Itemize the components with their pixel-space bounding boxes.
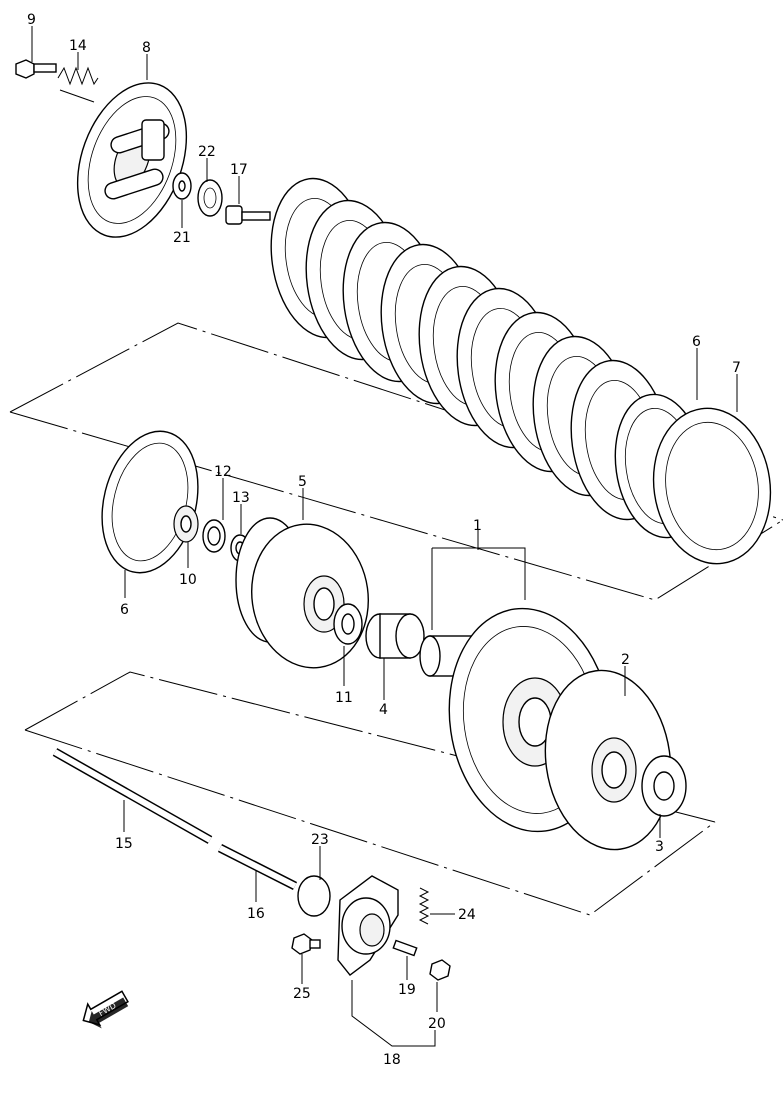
callout-3: 3 bbox=[655, 839, 664, 855]
push-rod-long bbox=[52, 748, 213, 844]
primary-drive-group-frame bbox=[24, 671, 716, 916]
callout-10: 10 bbox=[179, 572, 197, 588]
leader-lines bbox=[31, 26, 738, 1047]
hub-washer bbox=[333, 603, 363, 645]
callout-20: 20 bbox=[428, 1016, 446, 1032]
callout-14: 14 bbox=[69, 38, 87, 54]
callout-19: 19 bbox=[398, 982, 416, 998]
callout-6b: 6 bbox=[692, 334, 701, 350]
callout-7: 7 bbox=[732, 360, 741, 376]
callout-4: 4 bbox=[379, 702, 388, 718]
pressure-plate bbox=[76, 82, 188, 238]
driven-plate bbox=[652, 407, 772, 565]
clutch-spring bbox=[57, 66, 99, 103]
callout-6a: 6 bbox=[120, 602, 129, 618]
callout-16: 16 bbox=[247, 906, 265, 922]
callout-11: 11 bbox=[335, 690, 353, 706]
return-spring bbox=[418, 887, 430, 925]
oil-seal bbox=[297, 875, 331, 917]
push-piece bbox=[225, 205, 271, 225]
fwd-direction-badge: FWD bbox=[82, 990, 129, 1029]
callout-9: 9 bbox=[27, 12, 36, 28]
callout-17: 17 bbox=[230, 162, 248, 178]
gear-spacer bbox=[641, 755, 687, 817]
callout-labels: 1 2 3 4 5 6 6 7 8 9 10 11 12 13 14 15 16… bbox=[27, 12, 741, 1068]
release-cam bbox=[337, 875, 399, 976]
callout-13: 13 bbox=[232, 490, 250, 506]
outer-drive-plate bbox=[101, 430, 199, 574]
callout-8: 8 bbox=[142, 40, 151, 56]
spacer bbox=[173, 505, 199, 543]
clutch-spring-bolt bbox=[15, 59, 57, 79]
callout-18: 18 bbox=[383, 1052, 401, 1068]
washer bbox=[172, 172, 192, 200]
callout-25: 25 bbox=[293, 986, 311, 1002]
callout-23: 23 bbox=[311, 832, 329, 848]
callout-24: 24 bbox=[458, 907, 476, 923]
callout-12: 12 bbox=[214, 464, 232, 480]
push-rod-short bbox=[217, 843, 298, 891]
clutch-plate-stack bbox=[270, 177, 670, 521]
thrust-washer bbox=[202, 519, 226, 553]
release-bolt bbox=[291, 933, 321, 955]
cam-nut bbox=[429, 959, 451, 981]
cam-bolt bbox=[392, 939, 418, 957]
callout-2: 2 bbox=[621, 652, 630, 668]
starter-driven-gear bbox=[544, 669, 672, 851]
needle-bearing bbox=[365, 613, 425, 659]
callout-1: 1 bbox=[473, 518, 482, 534]
callout-5: 5 bbox=[298, 474, 307, 490]
callout-15: 15 bbox=[115, 836, 133, 852]
bearing bbox=[197, 179, 223, 217]
callout-21: 21 bbox=[173, 230, 191, 246]
callout-22: 22 bbox=[198, 144, 216, 160]
clutch-sleeve-hub bbox=[235, 517, 370, 669]
